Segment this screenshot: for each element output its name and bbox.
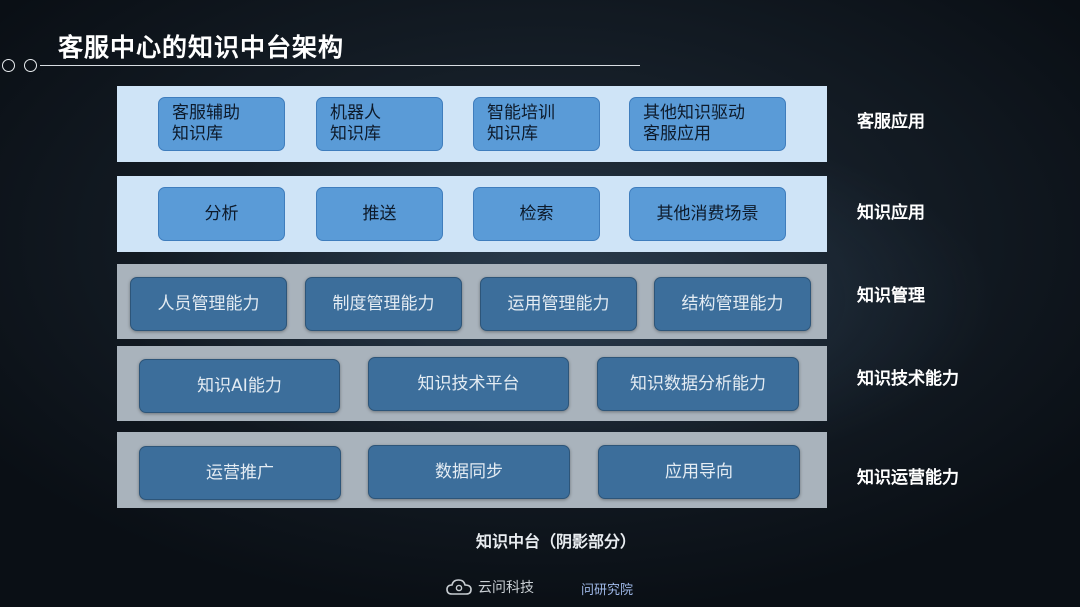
layer-knowledge-operations: 运营推广 数据同步 应用导向 — [117, 432, 827, 508]
box-search: 检索 — [473, 187, 600, 241]
brand-logo: 云问科技 — [446, 577, 534, 597]
partner-logo-text: 问研究院 — [581, 583, 634, 598]
decor-ring-left — [2, 59, 15, 72]
layer-knowledge-tech: 知识AI能力 知识技术平台 知识数据分析能力 — [117, 346, 827, 421]
box-push: 推送 — [316, 187, 443, 241]
label-knowledge-management: 知识管理 — [857, 286, 925, 306]
box-other-scenarios: 其他消费场景 — [629, 187, 786, 241]
box-other-knowledge-apps: 其他知识驱动 客服应用 — [629, 97, 786, 151]
box-knowledge-data-analysis: 知识数据分析能力 — [597, 357, 799, 411]
box-policy-mgmt: 制度管理能力 — [305, 277, 462, 331]
box-assist-kb: 客服辅助 知识库 — [158, 97, 285, 151]
layer-knowledge-management: 人员管理能力 制度管理能力 运用管理能力 结构管理能力 — [117, 264, 827, 339]
box-personnel-mgmt: 人员管理能力 — [130, 277, 287, 331]
label-knowledge-apps: 知识应用 — [857, 203, 925, 223]
layer-knowledge-apps: 分析 推送 检索 其他消费场景 — [117, 176, 827, 252]
box-knowledge-platform: 知识技术平台 — [368, 357, 569, 411]
box-promotion: 运营推广 — [139, 446, 341, 500]
decor-ring-right — [24, 59, 37, 72]
box-robot-kb: 机器人 知识库 — [316, 97, 443, 151]
label-customer-service-apps: 客服应用 — [857, 112, 925, 132]
box-knowledge-ai: 知识AI能力 — [139, 359, 340, 413]
footer-caption: 知识中台（阴影部分） — [475, 532, 636, 551]
box-training-kb: 智能培训 知识库 — [473, 97, 600, 151]
label-knowledge-tech: 知识技术能力 — [857, 369, 959, 389]
title-underline — [40, 65, 640, 66]
box-structure-mgmt: 结构管理能力 — [654, 277, 811, 331]
box-analysis: 分析 — [158, 187, 285, 241]
label-knowledge-operations: 知识运营能力 — [857, 468, 959, 488]
box-data-sync: 数据同步 — [368, 445, 570, 499]
brand-logo-text: 云问科技 — [478, 580, 534, 596]
box-app-guidance: 应用导向 — [598, 445, 800, 499]
box-operation-mgmt: 运用管理能力 — [480, 277, 637, 331]
slide-title: 客服中心的知识中台架构 — [58, 33, 345, 62]
cloud-icon — [446, 578, 472, 596]
layer-customer-service-apps: 客服辅助 知识库 机器人 知识库 智能培训 知识库 其他知识驱动 客服应用 — [117, 86, 827, 162]
